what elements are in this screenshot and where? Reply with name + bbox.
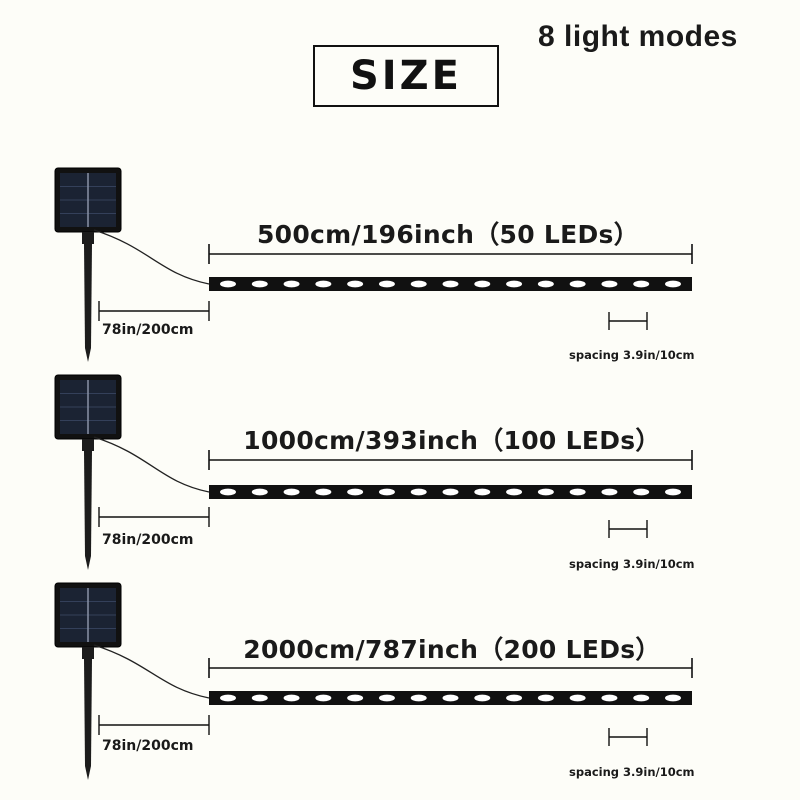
solar-panel-icon (54, 374, 122, 440)
spacing-label-2: spacing 3.9in/10cm (569, 557, 695, 571)
length-label-2: 1000cm/393inch（100 LEDs） (237, 421, 667, 457)
led-bulb (251, 280, 268, 288)
ground-stake-icon (82, 439, 94, 570)
solar-panel-icon (54, 582, 122, 648)
ground-stake-icon (82, 647, 94, 780)
cable-length-dimension (98, 301, 210, 321)
led-bulb (537, 488, 554, 496)
led-bulb (283, 280, 300, 288)
cable-length-label-2: 78in/200cm (102, 532, 194, 548)
led-bulb (347, 694, 364, 702)
led-bulb (506, 488, 523, 496)
led-bulb (474, 694, 491, 702)
led-bulb (347, 488, 364, 496)
led-bulb (378, 488, 395, 496)
spacing-dimension (608, 520, 648, 538)
led-bulb (220, 280, 236, 288)
light-variant-3 (54, 582, 693, 780)
led-strip-icon (209, 691, 692, 705)
led-bulb (251, 694, 268, 702)
led-bulb (315, 280, 332, 288)
led-bulb (283, 694, 300, 702)
led-bulb (251, 488, 268, 496)
length-label-3: 2000cm/787inch（200 LEDs） (237, 630, 667, 666)
connection-wire (93, 644, 210, 699)
led-bulb (442, 694, 459, 702)
spacing-dimension (608, 312, 648, 330)
led-bulb (569, 280, 586, 288)
led-strip-icon (209, 277, 692, 291)
led-bulb (633, 280, 650, 288)
led-bulb (665, 280, 681, 288)
strip-length-dimension (208, 450, 693, 470)
spacing-label-1: spacing 3.9in/10cm (569, 348, 695, 362)
light-variant-1 (54, 167, 693, 362)
led-bulb (633, 488, 650, 496)
led-bulb (410, 694, 427, 702)
led-bulb (601, 694, 618, 702)
connection-wire (93, 229, 210, 285)
led-strip-icon (209, 485, 692, 499)
cable-length-dimension (98, 715, 210, 735)
strip-length-dimension (208, 244, 693, 264)
led-bulb (569, 488, 586, 496)
led-bulb (665, 488, 681, 496)
size-title: SIZE (349, 53, 463, 99)
connection-wire (93, 436, 210, 493)
cable-length-dimension (98, 507, 210, 527)
led-bulb (633, 694, 650, 702)
led-bulb (601, 488, 618, 496)
led-bulb (442, 488, 459, 496)
led-bulb (665, 694, 681, 702)
led-bulb (220, 488, 236, 496)
cable-length-label-3: 78in/200cm (102, 738, 194, 754)
led-bulb (410, 488, 427, 496)
size-title-box: SIZE (313, 45, 499, 107)
led-bulb (410, 280, 427, 288)
ground-stake-icon (82, 232, 94, 362)
light-variant-2 (54, 374, 693, 570)
led-bulb (315, 694, 332, 702)
spacing-label-3: spacing 3.9in/10cm (569, 765, 695, 779)
led-bulb (378, 694, 395, 702)
led-bulb (506, 694, 523, 702)
led-bulb (474, 488, 491, 496)
length-label-1: 500cm/196inch（50 LEDs） (250, 215, 646, 251)
led-bulb (569, 694, 586, 702)
led-bulb (601, 280, 618, 288)
led-bulb (220, 694, 236, 702)
led-bulb (315, 488, 332, 496)
light-modes-text: 8 light modes (538, 20, 738, 53)
solar-panel-icon (54, 167, 122, 233)
spacing-dimension (608, 728, 648, 746)
strip-length-dimension (208, 658, 693, 678)
cable-length-label-1: 78in/200cm (102, 322, 194, 338)
led-bulb (537, 280, 554, 288)
led-bulb (347, 280, 364, 288)
led-bulb (378, 280, 395, 288)
led-bulb (537, 694, 554, 702)
led-bulb (506, 280, 523, 288)
led-bulb (442, 280, 459, 288)
led-bulb (283, 488, 300, 496)
led-bulb (474, 280, 491, 288)
